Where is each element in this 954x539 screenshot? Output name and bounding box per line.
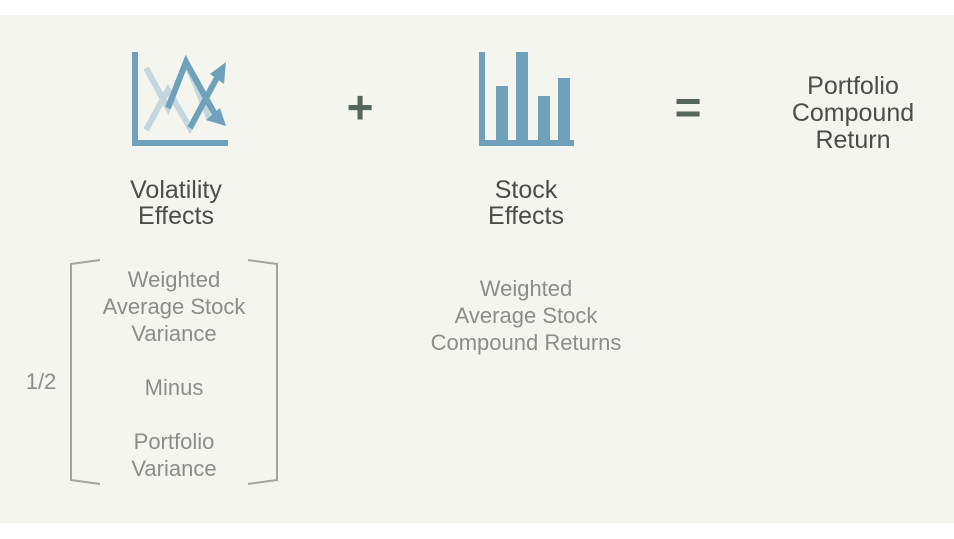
term1-line1: Weighted <box>127 267 221 292</box>
term2-line2: Variance <box>131 456 217 481</box>
diagram-panel <box>0 15 954 523</box>
stock-title: Stock Effects <box>446 177 606 229</box>
result-line3: Return <box>815 126 891 154</box>
volatility-title-line2: Effects <box>138 202 214 230</box>
stock-term-line1: Weighted <box>479 276 573 301</box>
portfolio-variance: Portfolio Variance <box>84 428 264 482</box>
result-line2: Compound <box>791 99 915 127</box>
term1-line3: Variance <box>131 321 217 346</box>
bar-chart-icon <box>476 50 576 150</box>
volatility-title-line1: Volatility <box>130 176 222 204</box>
volatility-title: Volatility Effects <box>96 177 256 229</box>
left-bracket <box>68 258 102 486</box>
minus-label: Minus <box>144 375 204 400</box>
volatility-chart-icon <box>128 50 232 150</box>
result-text: Portfolio Compound Return <box>768 73 938 154</box>
term2-line1: Portfolio <box>133 429 215 454</box>
equals-operator: = <box>674 81 702 133</box>
weighted-average-stock-variance: Weighted Average Stock Variance <box>84 266 264 347</box>
weighted-average-stock-compound-returns: Weighted Average Stock Compound Returns <box>406 275 646 356</box>
result-line1: Portfolio <box>807 72 899 100</box>
right-bracket <box>246 258 280 486</box>
stock-title-line2: Effects <box>488 202 564 230</box>
term1-line2: Average Stock <box>102 294 246 319</box>
stock-term-line2: Average Stock <box>454 303 598 328</box>
stock-title-line1: Stock <box>494 176 558 204</box>
plus-operator: + <box>346 81 374 133</box>
half-factor: 1/2 <box>25 369 57 394</box>
stock-term-line3: Compound Returns <box>430 330 622 355</box>
